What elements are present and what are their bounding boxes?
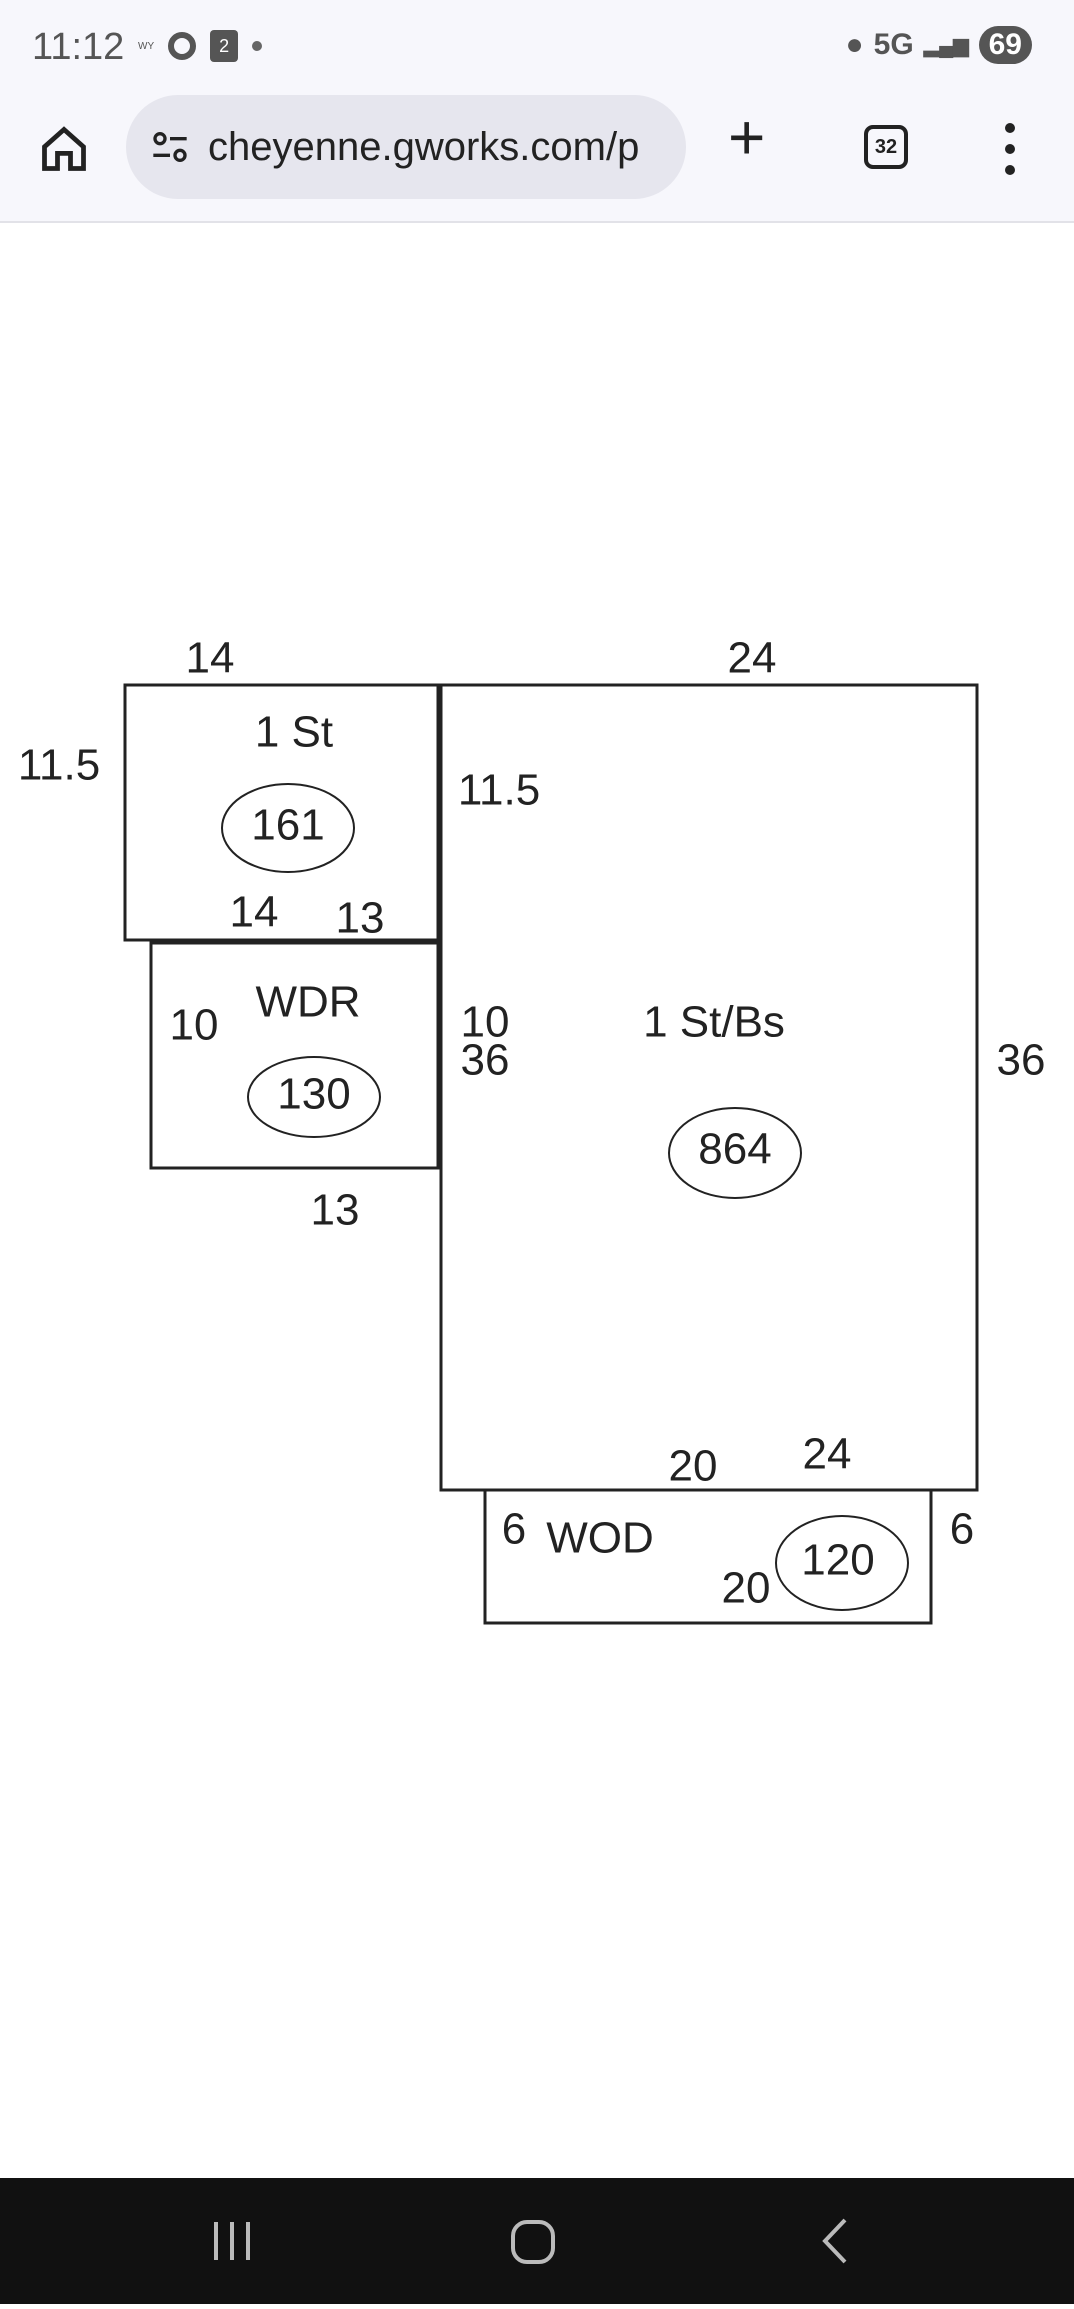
area-value: 120 xyxy=(801,1536,874,1585)
chrome-icon xyxy=(168,32,197,60)
system-nav-bar xyxy=(0,2178,1074,2304)
location-icon: ● xyxy=(845,28,864,61)
dimension: 13 xyxy=(311,1186,360,1235)
dimension: 36 xyxy=(997,1036,1046,1085)
more-menu-button[interactable] xyxy=(1000,123,1020,175)
room-label: 1 St xyxy=(255,708,333,757)
url-text: cheyenne.gworks.com/p xyxy=(208,124,640,169)
dimension: 6 xyxy=(502,1505,526,1554)
clock: 11:12 xyxy=(32,26,125,68)
battery-level: 69 xyxy=(978,26,1032,64)
room-label: 1 St/Bs xyxy=(643,998,785,1047)
room-label: WOD xyxy=(546,1514,654,1563)
dimension: 10 xyxy=(170,1001,219,1050)
notification-dot-icon xyxy=(252,41,263,51)
dimension: 24 xyxy=(728,634,777,683)
room-label: WDR xyxy=(255,978,360,1027)
room-wod xyxy=(483,1488,933,1625)
browser-toolbar: cheyenne.gworks.com/p + 32 xyxy=(0,95,1074,223)
network-type: 5G xyxy=(873,28,914,61)
status-bar: 11:12 WY 2 ● 5G ▂▄▆ 69 xyxy=(0,0,1074,95)
area-ellipse-120 xyxy=(775,1515,909,1611)
dimension: 24 xyxy=(803,1430,852,1479)
dimension: 20 xyxy=(669,1442,718,1491)
calendar-icon: 2 xyxy=(210,30,239,62)
area-ellipse-130 xyxy=(247,1056,381,1138)
dimension: 20 xyxy=(722,1564,771,1613)
area-value: 864 xyxy=(698,1125,771,1174)
back-button[interactable] xyxy=(822,2218,847,2264)
area-value: 161 xyxy=(251,801,324,850)
dimension: 14 xyxy=(186,634,235,683)
home-icon[interactable] xyxy=(38,123,90,175)
dimension: 6 xyxy=(950,1505,974,1554)
dimension: 13 xyxy=(336,894,385,943)
room-wdr xyxy=(149,941,440,1170)
tab-switcher-button[interactable]: 32 xyxy=(864,125,908,169)
area-value: 130 xyxy=(277,1070,350,1119)
address-bar[interactable]: cheyenne.gworks.com/p xyxy=(126,95,686,199)
recents-button[interactable] xyxy=(214,2222,250,2260)
wyoming-app-icon: WY xyxy=(138,40,155,52)
site-settings-icon[interactable] xyxy=(150,127,190,167)
area-ellipse-864 xyxy=(668,1107,802,1199)
area-ellipse-161 xyxy=(221,783,355,873)
signal-icon: ▂▄▆ xyxy=(923,34,969,57)
room-1st xyxy=(123,683,440,942)
dimension: 11.5 xyxy=(18,741,100,790)
dimension: 10 xyxy=(461,998,510,1047)
dimension: 11.5 xyxy=(458,766,540,815)
dimension: 36 xyxy=(461,1036,510,1085)
home-button[interactable] xyxy=(511,2220,555,2264)
new-tab-button[interactable]: + xyxy=(728,101,766,173)
dimension: 14 xyxy=(230,888,279,937)
